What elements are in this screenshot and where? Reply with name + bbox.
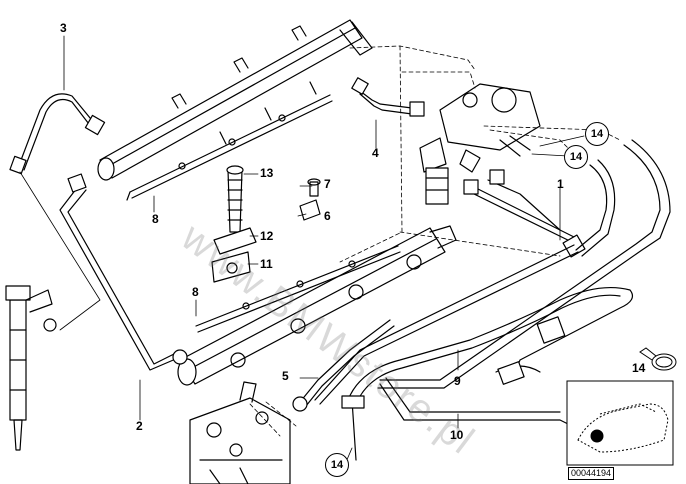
callout-4: 4: [372, 146, 379, 160]
callout-7: 7: [324, 177, 331, 191]
callout-6: 6: [324, 209, 331, 223]
callout-14-bottom: 14: [325, 453, 349, 477]
callout-12: 12: [260, 229, 274, 243]
callout-10: 10: [450, 428, 464, 442]
callout-2: 2: [136, 419, 143, 433]
diagram-code: 00044194: [568, 467, 615, 480]
pipe-2: [59, 173, 188, 371]
vehicle-reference-image: [566, 380, 674, 466]
callout-8-upper: 8: [152, 212, 159, 226]
callout-8-lower: 8: [192, 285, 199, 299]
callout-14-top: 14: [585, 122, 609, 146]
callout-14-mid: 14: [564, 145, 588, 169]
callout-11: 11: [260, 257, 273, 271]
callout-3: 3: [60, 21, 67, 35]
leak-line-lower: [195, 245, 401, 333]
pipe-4: [351, 77, 425, 117]
callout-1: 1: [557, 177, 564, 191]
high-pressure-pump: [189, 381, 291, 484]
line-1: [463, 169, 586, 258]
leader-lines: [19, 35, 621, 463]
leak-line-upper: [126, 94, 333, 201]
pipe-5: [292, 319, 395, 412]
callout-13: 13: [260, 166, 274, 180]
hose-9-10: [341, 286, 633, 461]
upper-fuel-rail: [97, 19, 373, 181]
small-parts: [211, 165, 321, 283]
callout-5: 5: [282, 369, 289, 383]
pipe-3: [9, 93, 106, 175]
pressure-valve-assembly: [419, 83, 541, 205]
hose-clamp-inset: [639, 347, 677, 371]
hose-14-right: [314, 139, 671, 405]
callout-9: 9: [454, 374, 461, 388]
injector: [5, 285, 57, 451]
callout-14-inset: 14: [632, 361, 646, 375]
